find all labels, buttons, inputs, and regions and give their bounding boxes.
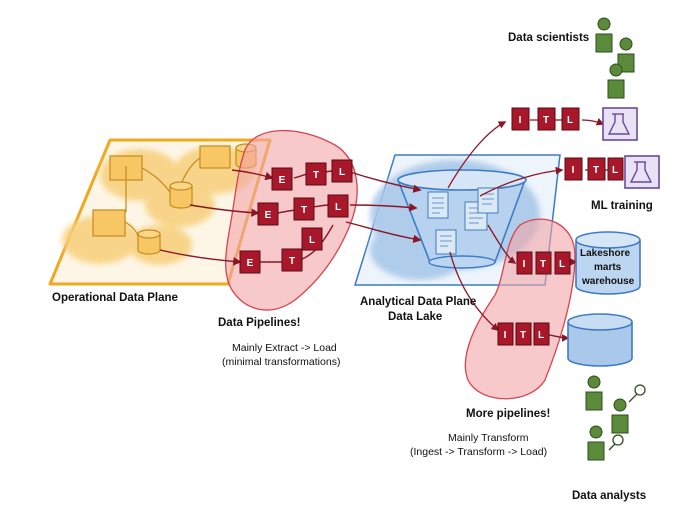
person-icon <box>617 37 635 73</box>
document-icon <box>427 191 449 219</box>
extract-box <box>239 250 261 274</box>
database-icon <box>567 313 633 367</box>
operational-service-box <box>199 145 231 169</box>
flask-icon <box>624 155 660 189</box>
data-pipelines-blob <box>225 129 358 311</box>
load-letter: L <box>335 202 341 213</box>
load-box <box>331 159 353 183</box>
transform-letter: T <box>313 170 319 181</box>
load-letter: L <box>567 115 573 126</box>
data-pipelines-label: Data Pipelines! <box>218 317 301 329</box>
document-icon <box>435 229 457 255</box>
extract-box <box>271 167 293 191</box>
database-icon <box>169 181 193 209</box>
ml-training-label: ML training <box>591 200 653 212</box>
more-note-line1: Mainly Transform <box>448 432 529 444</box>
pipelines-note-line2: (minimal transformations) <box>222 356 341 368</box>
pipelines-note-line1: Mainly Extract -> Load <box>232 342 337 354</box>
warehouse-label: warehouse <box>582 276 635 287</box>
etl-boxes-pipelines: E T L E T L E T L <box>239 159 353 274</box>
itl-boxes: I T L I T L I T L I T L <box>497 107 624 346</box>
ingest-letter: I <box>519 115 522 126</box>
load-letter: L <box>612 165 618 176</box>
operational-plane-label: Operational Data Plane <box>52 292 178 304</box>
database-icon <box>137 229 161 255</box>
person-icon <box>595 17 613 53</box>
load-letter: L <box>339 167 345 178</box>
transform-letter: T <box>543 115 549 126</box>
person-icon <box>607 63 625 99</box>
extract-box <box>257 202 279 226</box>
transform-box <box>305 162 327 186</box>
analytical-plane-label: Analytical Data Plane <box>360 296 477 308</box>
operational-data-plane <box>48 138 272 286</box>
transform-letter: T <box>593 165 599 176</box>
data-analysts-label: Data analysts <box>572 490 647 502</box>
transform-letter: T <box>540 259 546 270</box>
transform-letter: T <box>520 330 526 341</box>
ingest-letter: I <box>523 259 526 270</box>
magnifier-icon <box>608 384 646 451</box>
database-icon <box>575 231 641 295</box>
person-icon <box>611 398 629 434</box>
extract-letter: E <box>247 258 254 269</box>
load-letter: L <box>559 259 565 270</box>
load-letter: L <box>538 330 544 341</box>
extract-letter: E <box>279 175 286 186</box>
load-box <box>327 194 349 218</box>
more-note-line2: (Ingest -> Transform -> Load) <box>410 446 548 458</box>
operational-service-box <box>92 209 126 237</box>
load-letter: L <box>309 235 315 246</box>
transform-letter: T <box>301 205 307 216</box>
transform-box <box>281 248 303 272</box>
person-icon <box>587 425 605 461</box>
data-lake-label: Data Lake <box>388 311 443 323</box>
lakeshore-label: Lakeshore <box>580 248 631 259</box>
flask-icon <box>602 107 638 141</box>
ingest-letter: I <box>572 165 575 176</box>
more-pipelines-label: More pipelines! <box>466 408 551 420</box>
load-box <box>301 227 323 251</box>
extract-letter: E <box>265 210 272 221</box>
person-icon <box>585 375 603 411</box>
data-scientists-label: Data scientists <box>508 32 590 44</box>
marts-label: marts <box>594 262 622 273</box>
transform-box <box>293 197 315 221</box>
transform-letter: T <box>289 256 295 267</box>
ingest-letter: I <box>504 330 507 341</box>
